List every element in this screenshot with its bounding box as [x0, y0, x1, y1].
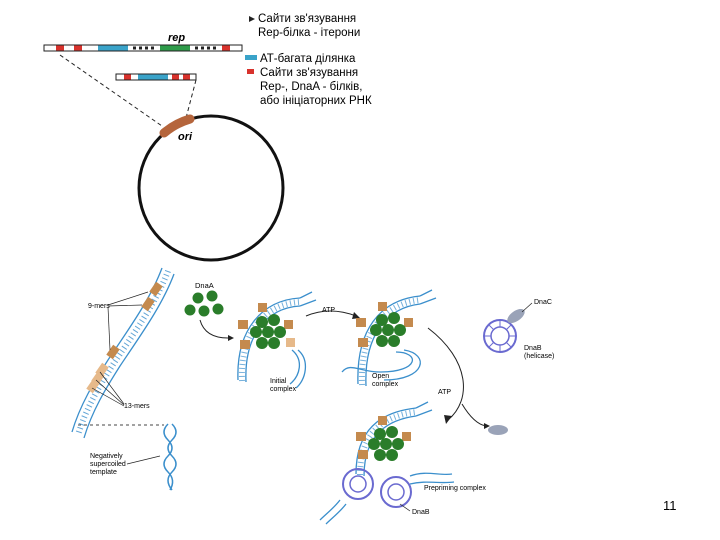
atp-label-1: ATP [322, 307, 335, 314]
open-complex [341, 289, 437, 387]
legend-binding-line2: Rep-, DnaA - білків, [260, 81, 362, 93]
open-complex-line1: Open [372, 373, 389, 380]
dnaB-helicase-ring [483, 319, 517, 353]
nine-mers-label: 9-mers [88, 303, 110, 310]
dnaC-protein [507, 308, 525, 324]
rep-gene-mark [160, 45, 190, 51]
legend: Сайти зв'язування Rep-білка - ітерони АТ… [245, 13, 372, 107]
ori-region [159, 114, 195, 138]
open-complex-line2: complex [372, 381, 399, 388]
dnaB-label-line1: DnaB [524, 345, 542, 352]
initial-complex-line1: Initial [270, 378, 287, 385]
initial-complex [237, 291, 317, 389]
neg-line2: supercoiled [90, 461, 126, 468]
linear-map-full [43, 44, 243, 52]
legend-binding-line1: Сайти зв'язування [260, 67, 358, 79]
binding-site-legend-swatch [247, 69, 254, 74]
dnaA-monomers [184, 290, 224, 317]
plasmid-map: rep ori [43, 32, 285, 262]
iteron-legend-icon [249, 16, 255, 22]
ori-dna-strand [71, 267, 175, 439]
dnaC-label: DnaC [534, 299, 552, 306]
legend-iterons-line2: Rep-білка - ітерони [258, 27, 360, 39]
prepriming-label: Prepriming complex [424, 485, 486, 492]
primase-label: DnaB [412, 509, 430, 516]
neg-line1: Negatively [90, 453, 123, 460]
at-rich-legend-swatch [245, 55, 257, 60]
legend-iterons-line1: Сайти зв'язування [258, 13, 356, 25]
linear-map-ori [115, 73, 197, 81]
ori-label: ori [178, 131, 193, 143]
dnaA-label: DnaA [195, 281, 214, 290]
binding-site-mark [56, 45, 64, 51]
atp-label-2: ATP [438, 389, 451, 396]
released-dnaC [488, 425, 508, 435]
thirteen-mers-label: 13-mers [124, 403, 150, 410]
legend-at-rich: АТ-багата ділянка [260, 53, 356, 65]
at-rich-mark [98, 45, 128, 51]
projection-line [185, 79, 197, 119]
dnaB-label-line2: (helicase) [524, 353, 554, 360]
projection-line [59, 54, 163, 127]
prepriming-complex [319, 401, 455, 525]
neg-line3: template [90, 469, 117, 476]
initial-complex-line2: complex [270, 386, 297, 393]
plasmid-circle [137, 114, 285, 262]
page-number: 11 [663, 498, 677, 513]
supercoiled-template [163, 423, 177, 491]
replication-panel: 9-mers 13-mers Negatively supercoiled te… [71, 267, 554, 525]
legend-binding-line3: або ініціаторних РНК [260, 95, 372, 107]
binding-site-mark [74, 45, 82, 51]
rep-gene-label: rep [168, 32, 185, 44]
